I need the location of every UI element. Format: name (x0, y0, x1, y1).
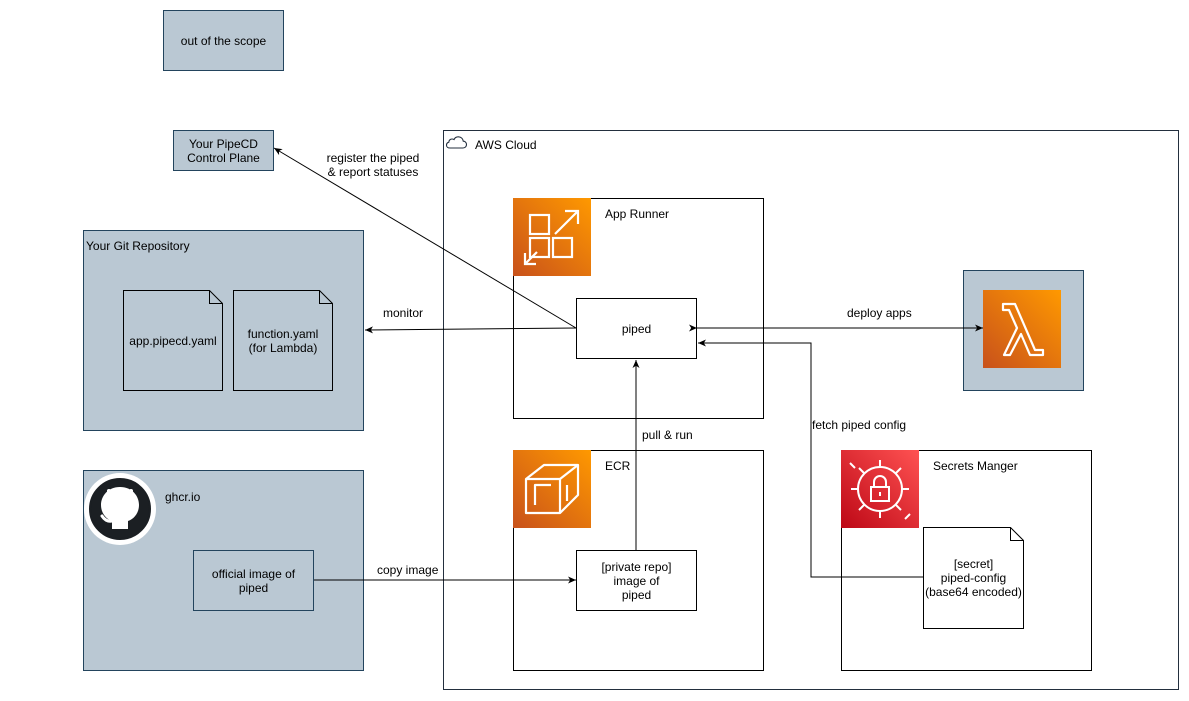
app-pipecd-yaml-label: app.pipecd.yaml (129, 333, 217, 348)
git-repository-title: Your Git Repository (86, 239, 190, 253)
official-image-line2: piped (238, 580, 269, 595)
private-repo-line3: piped (621, 587, 652, 602)
control-plane-box: Your PipeCD Control Plane (173, 130, 274, 171)
register-edge-line1: register the piped (326, 151, 420, 165)
lambda-icon (983, 290, 1061, 368)
secret-piped-config-file: [secret] piped-config (base64 encoded) (923, 527, 1024, 629)
app-runner-title: App Runner (605, 207, 670, 221)
official-image-line1: official image of (211, 566, 296, 581)
fetch-config-edge-label: fetch piped config (812, 418, 907, 432)
secrets-manager-icon (841, 450, 919, 528)
ecr-icon (513, 450, 591, 528)
ecr-title: ECR (605, 459, 631, 473)
secrets-manager-title: Secrets Manger (933, 459, 1018, 473)
out-of-scope-legend: out of the scope (163, 10, 284, 71)
cloud-icon (445, 136, 468, 149)
secret-line2: piped-config (940, 571, 1007, 585)
github-icon (84, 473, 156, 545)
secret-line1: [secret] (953, 557, 994, 571)
deploy-edge-label: deploy apps (847, 306, 912, 320)
copy-image-edge-label: copy image (377, 563, 439, 577)
file-shape (123, 290, 223, 391)
function-yaml-label-line1: function.yaml (247, 326, 319, 341)
private-repo-image-box: [private repo] image of piped (576, 550, 697, 611)
register-edge-line2: & report statuses (327, 165, 419, 179)
private-repo-line1: [private repo] (601, 559, 672, 574)
piped-box: piped (576, 298, 697, 359)
file-shape (923, 527, 1024, 629)
function-yaml-label-line2: (for Lambda) (248, 340, 318, 355)
private-repo-line2: image of (613, 573, 660, 588)
secret-line3: (base64 encoded) (925, 585, 1022, 599)
pull-run-edge-label: pull & run (642, 428, 693, 442)
out-of-scope-label: out of the scope (180, 33, 267, 48)
function-yaml-file: function.yaml (for Lambda) (233, 290, 333, 391)
piped-label: piped (621, 321, 652, 336)
ghcr-title: ghcr.io (165, 490, 201, 504)
app-pipecd-yaml-file: app.pipecd.yaml (123, 290, 223, 391)
control-plane-line2: Control Plane (187, 150, 260, 165)
monitor-edge-label: monitor (383, 306, 424, 320)
control-plane-line1: Your PipeCD (189, 136, 258, 151)
aws-cloud-title: AWS Cloud (475, 138, 537, 152)
register-edge-label: register the piped & report statuses (318, 151, 428, 179)
app-runner-icon (513, 198, 591, 276)
official-image-box: official image of piped (193, 550, 314, 611)
